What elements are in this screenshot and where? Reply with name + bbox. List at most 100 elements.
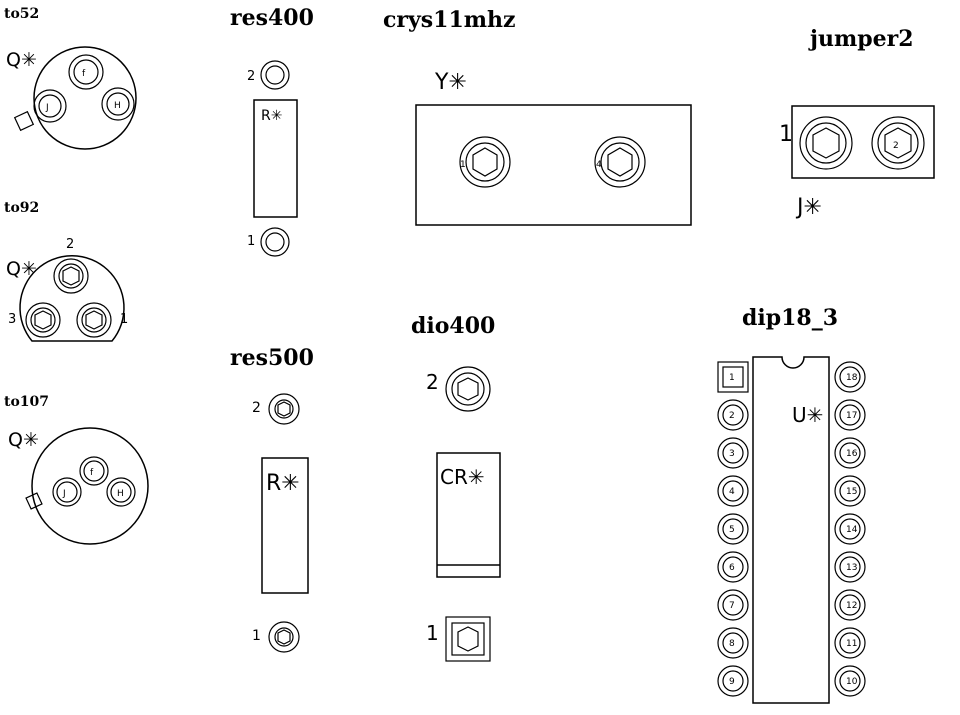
to92-pin1-label: 1 (120, 312, 128, 327)
dip18_3-pad-3[interactable]: 3 (717, 437, 749, 469)
jumper2-title: jumper2 (808, 26, 914, 52)
dip18_3-body-outline (752, 356, 830, 704)
res500-pin2-label: 2 (252, 400, 261, 416)
res400-title: res400 (230, 5, 314, 31)
jumper2-pad-1[interactable] (799, 116, 853, 170)
crys11mhz-refdes: Y✳ (434, 70, 467, 95)
svg-text:9: 9 (729, 677, 735, 687)
to52-tab (13, 110, 35, 132)
dip18_3-pad-18[interactable]: 18 (834, 361, 866, 393)
dip18_3-pad-2[interactable]: 2 (717, 399, 749, 431)
res500-body-outline (261, 457, 309, 594)
jumper2-pad-2[interactable]: 2 (871, 116, 925, 170)
to92-pad-1[interactable] (76, 302, 112, 338)
dip18_3-left-pin-row: 1 2 3 4 5 6 7 8 9 (717, 361, 749, 697)
to92-pin2-label: 2 (66, 237, 74, 252)
footprint-res400[interactable]: res400 2 R✳ 1 (230, 5, 314, 257)
to107-body-outline (31, 427, 149, 545)
dip18_3-title: dip18_3 (742, 305, 838, 331)
res400-pad-1[interactable] (260, 227, 290, 257)
svg-text:5: 5 (729, 525, 735, 535)
footprint-to107[interactable]: to107 Q✳ f J H (4, 394, 149, 545)
to107-refdes: Q✳ (8, 429, 39, 451)
res400-pin1-label: 1 (247, 234, 255, 249)
to107-pad-left[interactable]: J (52, 477, 82, 507)
svg-text:14: 14 (846, 525, 858, 535)
footprint-to92[interactable]: to92 Q✳ 2 3 1 (4, 200, 128, 342)
svg-text:f: f (90, 468, 94, 478)
svg-text:H: H (114, 101, 121, 111)
dio400-pin1-label: 1 (426, 621, 439, 645)
res500-pad-1[interactable] (268, 621, 300, 653)
to92-pin3-label: 3 (8, 312, 16, 327)
jumper2-refdes: J✳ (795, 195, 822, 220)
dip18_3-pad-17[interactable]: 17 (834, 399, 866, 431)
dio400-title: dio400 (411, 313, 495, 339)
dip18_3-pad-12[interactable]: 12 (834, 589, 866, 621)
to107-pad-right[interactable]: H (106, 477, 136, 507)
svg-text:7: 7 (729, 601, 735, 611)
dip18_3-pad-13[interactable]: 13 (834, 551, 866, 583)
dip18_3-pad-6[interactable]: 6 (717, 551, 749, 583)
dip18_3-pad-14[interactable]: 14 (834, 513, 866, 545)
dip18_3-pad-11[interactable]: 11 (834, 627, 866, 659)
res500-pin1-label: 1 (252, 628, 261, 644)
svg-text:J: J (45, 103, 49, 113)
res400-pin2-label: 2 (247, 69, 255, 84)
dip18_3-pad-7[interactable]: 7 (717, 589, 749, 621)
dio400-pin2-label: 2 (426, 370, 439, 394)
jumper2-pin1-label: 1 (779, 122, 793, 147)
dip18_3-pad-9[interactable]: 9 (717, 665, 749, 697)
to52-pad-left[interactable]: J (33, 89, 67, 123)
svg-text:6: 6 (729, 563, 735, 573)
to92-pad-2[interactable] (53, 258, 89, 294)
to92-body-outline (19, 255, 125, 342)
dio400-pad-2[interactable] (445, 366, 491, 412)
dip18_3-pad-10[interactable]: 10 (834, 665, 866, 697)
dip18_3-pad-16[interactable]: 16 (834, 437, 866, 469)
crys11mhz-pad-4[interactable]: 4 (594, 136, 646, 188)
res500-pad-2[interactable] (268, 393, 300, 425)
to107-title: to107 (4, 394, 49, 410)
dip18_3-pad-4[interactable]: 4 (717, 475, 749, 507)
to52-refdes: Q✳ (6, 49, 37, 71)
dip18_3-pad-8[interactable]: 8 (717, 627, 749, 659)
jumper2-body-outline (791, 105, 935, 179)
svg-text:10: 10 (846, 677, 858, 687)
svg-text:15: 15 (846, 487, 857, 497)
svg-text:1: 1 (460, 160, 466, 170)
svg-text:J: J (62, 489, 66, 499)
footprint-to52[interactable]: to52 Q✳ f J H (4, 6, 137, 150)
svg-text:16: 16 (846, 449, 858, 459)
to52-title: to52 (4, 6, 39, 22)
svg-text:f: f (82, 69, 86, 79)
to52-pad-right[interactable]: H (101, 87, 135, 121)
svg-text:8: 8 (729, 639, 735, 649)
dip18_3-pad-1[interactable]: 1 (717, 361, 749, 393)
crys11mhz-pad-1[interactable]: 1 (459, 136, 511, 188)
res400-pad-2[interactable] (260, 60, 290, 90)
to107-pad-top[interactable]: f (79, 456, 109, 486)
dip18_3-pad-5[interactable]: 5 (717, 513, 749, 545)
to92-pad-3[interactable] (25, 302, 61, 338)
dip18_3-right-pin-row: 18 17 16 15 14 13 12 11 10 (834, 361, 866, 697)
svg-text:11: 11 (846, 639, 857, 649)
footprint-crys11mhz[interactable]: crys11mhz Y✳ 1 4 (383, 7, 692, 226)
svg-text:12: 12 (846, 601, 857, 611)
svg-text:1: 1 (729, 373, 735, 383)
svg-text:13: 13 (846, 563, 857, 573)
dip18_3-pad-15[interactable]: 15 (834, 475, 866, 507)
footprint-jumper2[interactable]: jumper2 1 2 J✳ (779, 26, 935, 220)
svg-text:18: 18 (846, 373, 858, 383)
dio400-pad-1-square[interactable] (445, 616, 491, 662)
to52-pad-top[interactable]: f (68, 54, 104, 90)
footprint-res500[interactable]: res500 2 R✳ 1 (230, 345, 314, 653)
svg-text:17: 17 (846, 411, 857, 421)
svg-text:4: 4 (596, 160, 602, 170)
to92-title: to92 (4, 200, 39, 216)
footprint-dio400[interactable]: dio400 2 CR✳ 1 (411, 313, 501, 662)
res500-refdes: R✳ (266, 471, 300, 496)
dio400-body-outline (436, 452, 501, 578)
